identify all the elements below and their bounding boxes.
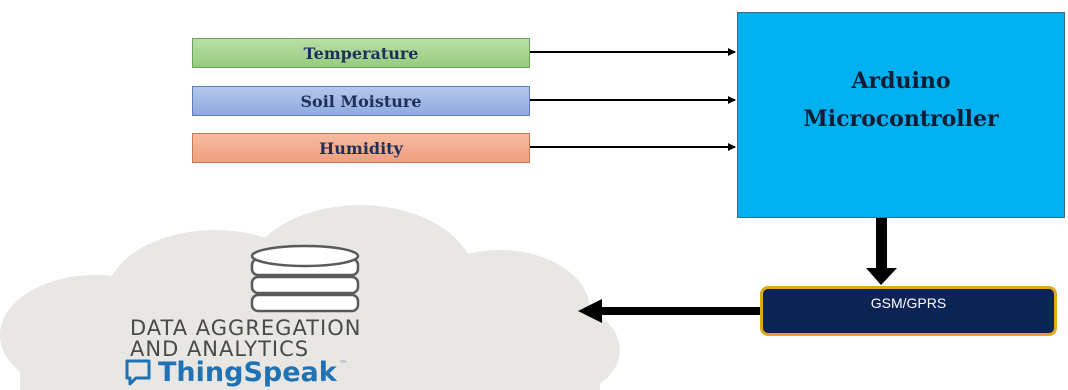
- cloud-title-line2: AND ANALYTICS: [130, 337, 310, 361]
- humidity-sensor: Humidity: [192, 133, 530, 163]
- controller-line2: Microcontroller: [803, 106, 999, 132]
- gsm-gprs-module: GSM/GPRS: [760, 286, 1057, 336]
- database-icon: [250, 244, 360, 313]
- speech-bubble-icon: [125, 359, 151, 386]
- temperature-sensor: Temperature: [192, 38, 530, 68]
- trademark-symbol: ™: [338, 360, 348, 370]
- controller-line1: Arduino: [851, 68, 951, 94]
- cloud-title-line1: DATA AGGREGATION: [130, 316, 362, 340]
- thingspeak-brand-name: ThingSpeak: [158, 356, 337, 388]
- gsm-label: GSM/GPRS: [870, 295, 947, 311]
- thingspeak-logo: ThingSpeak ™: [124, 354, 348, 390]
- soil-moisture-sensor: Soil Moisture: [192, 86, 530, 116]
- temperature-label: Temperature: [303, 43, 419, 63]
- arrow-controller-to-gsm: [866, 218, 897, 285]
- soil-moisture-label: Soil Moisture: [300, 91, 422, 111]
- humidity-label: Humidity: [319, 138, 403, 158]
- arrow-gsm-to-cloud: [578, 299, 762, 323]
- cloud-shape: [0, 205, 620, 390]
- arduino-microcontroller-block: Arduino Microcontroller: [737, 12, 1065, 218]
